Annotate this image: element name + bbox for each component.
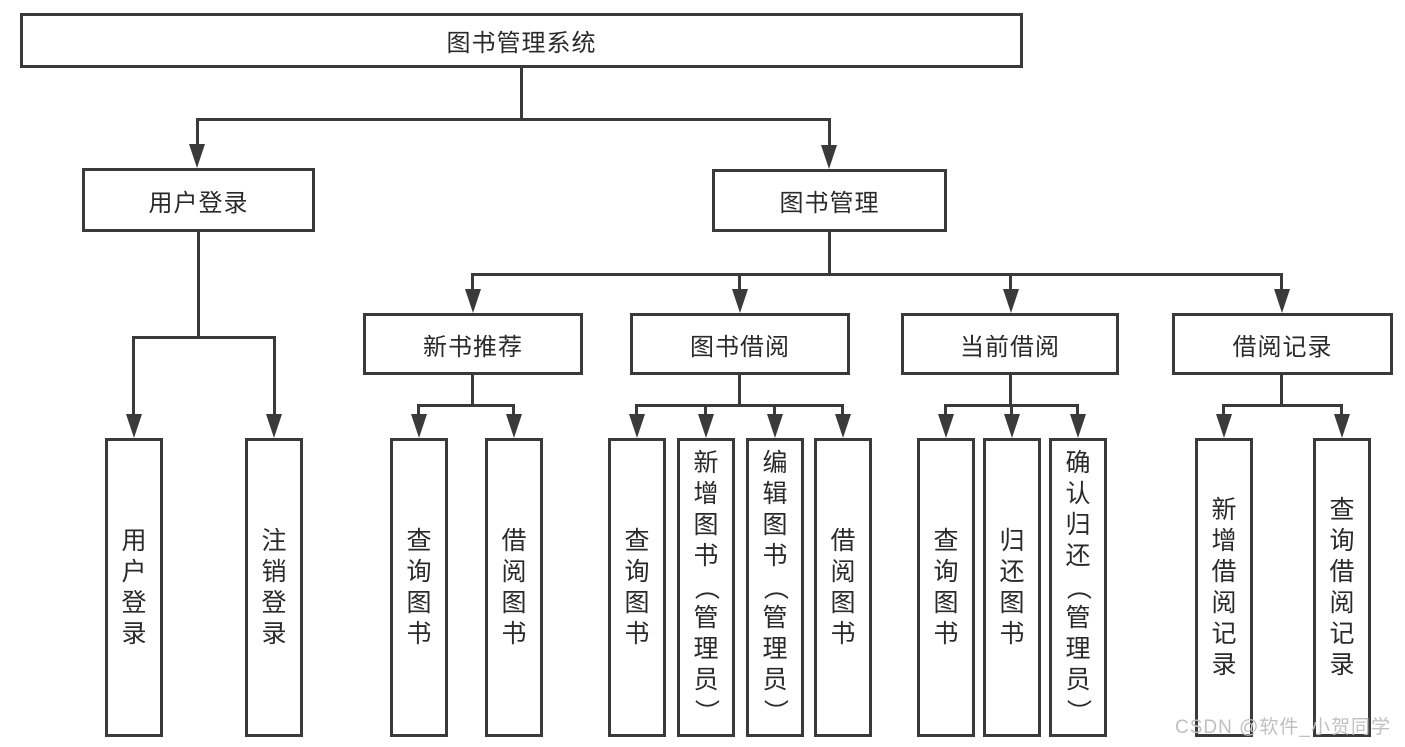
leaf-borrow-borrow-books: 借阅图书 [814,438,872,737]
connector-line [471,273,1283,276]
node-current-borrow-label: 当前借阅 [960,333,1060,361]
node-current-borrow: 当前借阅 [901,313,1119,375]
connector-line [471,375,474,404]
leaf-record-query-borrow-record-label: 查询借阅记录 [1329,495,1355,679]
connector-line [273,336,276,418]
arrow-down-icon [732,289,748,313]
node-borrow-record: 借阅记录 [1172,313,1393,375]
watermark: CSDN @软件_小贺同学 [1175,717,1391,738]
arrow-down-icon [266,414,282,438]
leaf-user-login: 用户登录 [105,438,163,737]
leaf-recommend-borrow-books-label: 借阅图书 [501,526,527,648]
connector-line [197,232,200,336]
arrow-down-icon [698,414,714,438]
node-book-management: 图书管理 [712,169,947,232]
leaf-record-add-borrow-record: 新增借阅记录 [1195,438,1253,737]
arrow-down-icon [465,289,481,313]
connector-line [1009,273,1012,293]
connector-line [197,118,831,121]
arrow-down-icon [821,145,837,169]
leaf-current-return-books-label: 归还图书 [999,526,1025,648]
connector-line [1280,273,1283,293]
arrow-down-icon [629,414,645,438]
connector-line [1009,375,1012,404]
connector-line [828,118,831,148]
connector-line [512,404,515,418]
connector-line [773,404,776,418]
leaf-current-query-books-label: 查询图书 [933,526,959,648]
connector-line [417,404,515,407]
arrow-down-icon [506,414,522,438]
node-root-label: 图书管理系统 [446,30,597,57]
node-new-book-recommend: 新书推荐 [363,313,583,375]
leaf-borrow-edit-books-admin: 编辑图书（管理员） [746,438,804,737]
arrow-down-icon [1274,289,1290,313]
connector-line [196,118,199,148]
node-book-borrow-label: 图书借阅 [690,333,790,361]
arrow-down-icon [1216,414,1232,438]
leaf-borrow-edit-books-admin-label: 编辑图书（管理员） [761,449,790,725]
leaf-borrow-query-books: 查询图书 [608,438,666,737]
connector-line [635,404,638,418]
leaf-logout-label: 注销登录 [261,526,287,648]
leaf-recommend-query-books-label: 查询图书 [406,526,432,648]
node-book-management-label: 图书管理 [779,190,880,217]
leaf-current-confirm-return-admin-label: 确认归还（管理员） [1064,449,1093,725]
leaf-record-add-borrow-record-label: 新增借阅记录 [1211,495,1237,679]
leaf-user-login-label: 用户登录 [121,526,147,648]
leaf-current-query-books: 查询图书 [917,438,975,737]
connector-line [471,273,474,293]
node-user-login-label: 用户登录 [148,189,249,217]
leaf-borrow-add-books-admin: 新增图书（管理员） [677,438,735,737]
connector-line [635,404,844,407]
arrow-down-icon [126,414,142,438]
node-new-book-recommend-label: 新书推荐 [423,333,523,361]
arrow-down-icon [1070,414,1086,438]
node-root: 图书管理系统 [20,13,1023,68]
connector-line [132,336,135,418]
leaf-current-confirm-return-admin: 确认归还（管理员） [1049,438,1107,737]
connector-line [704,404,707,418]
connector-line [1340,404,1343,418]
node-book-borrow: 图书借阅 [630,313,850,375]
connector-line [1222,404,1225,418]
connector-line [1010,404,1013,418]
leaf-logout: 注销登录 [245,438,303,737]
arrow-down-icon [1004,414,1020,438]
connector-line [520,68,523,118]
connector-line [738,375,741,404]
node-borrow-record-label: 借阅记录 [1232,333,1333,361]
arrow-down-icon [411,414,427,438]
connector-line [132,336,276,339]
connector-line [944,404,947,418]
leaf-recommend-borrow-books: 借阅图书 [485,438,543,737]
connector-line [738,273,741,293]
arrow-down-icon [767,414,783,438]
connector-line [1222,404,1343,407]
leaf-borrow-query-books-label: 查询图书 [624,526,650,648]
leaf-borrow-borrow-books-label: 借阅图书 [830,526,856,648]
leaf-record-query-borrow-record: 查询借阅记录 [1313,438,1371,737]
arrow-down-icon [189,144,205,168]
node-user-login: 用户登录 [82,168,315,232]
leaf-recommend-query-books: 查询图书 [390,438,448,737]
connector-line [1076,404,1079,418]
leaf-current-return-books: 归还图书 [983,438,1041,737]
arrow-down-icon [938,414,954,438]
connector-line [417,404,420,418]
connector-line [828,232,831,273]
connector-line [841,404,844,418]
connector-line [1280,375,1283,404]
arrow-down-icon [1334,414,1350,438]
arrow-down-icon [835,414,851,438]
arrow-down-icon [1003,289,1019,313]
leaf-borrow-add-books-admin-label: 新增图书（管理员） [692,449,721,725]
